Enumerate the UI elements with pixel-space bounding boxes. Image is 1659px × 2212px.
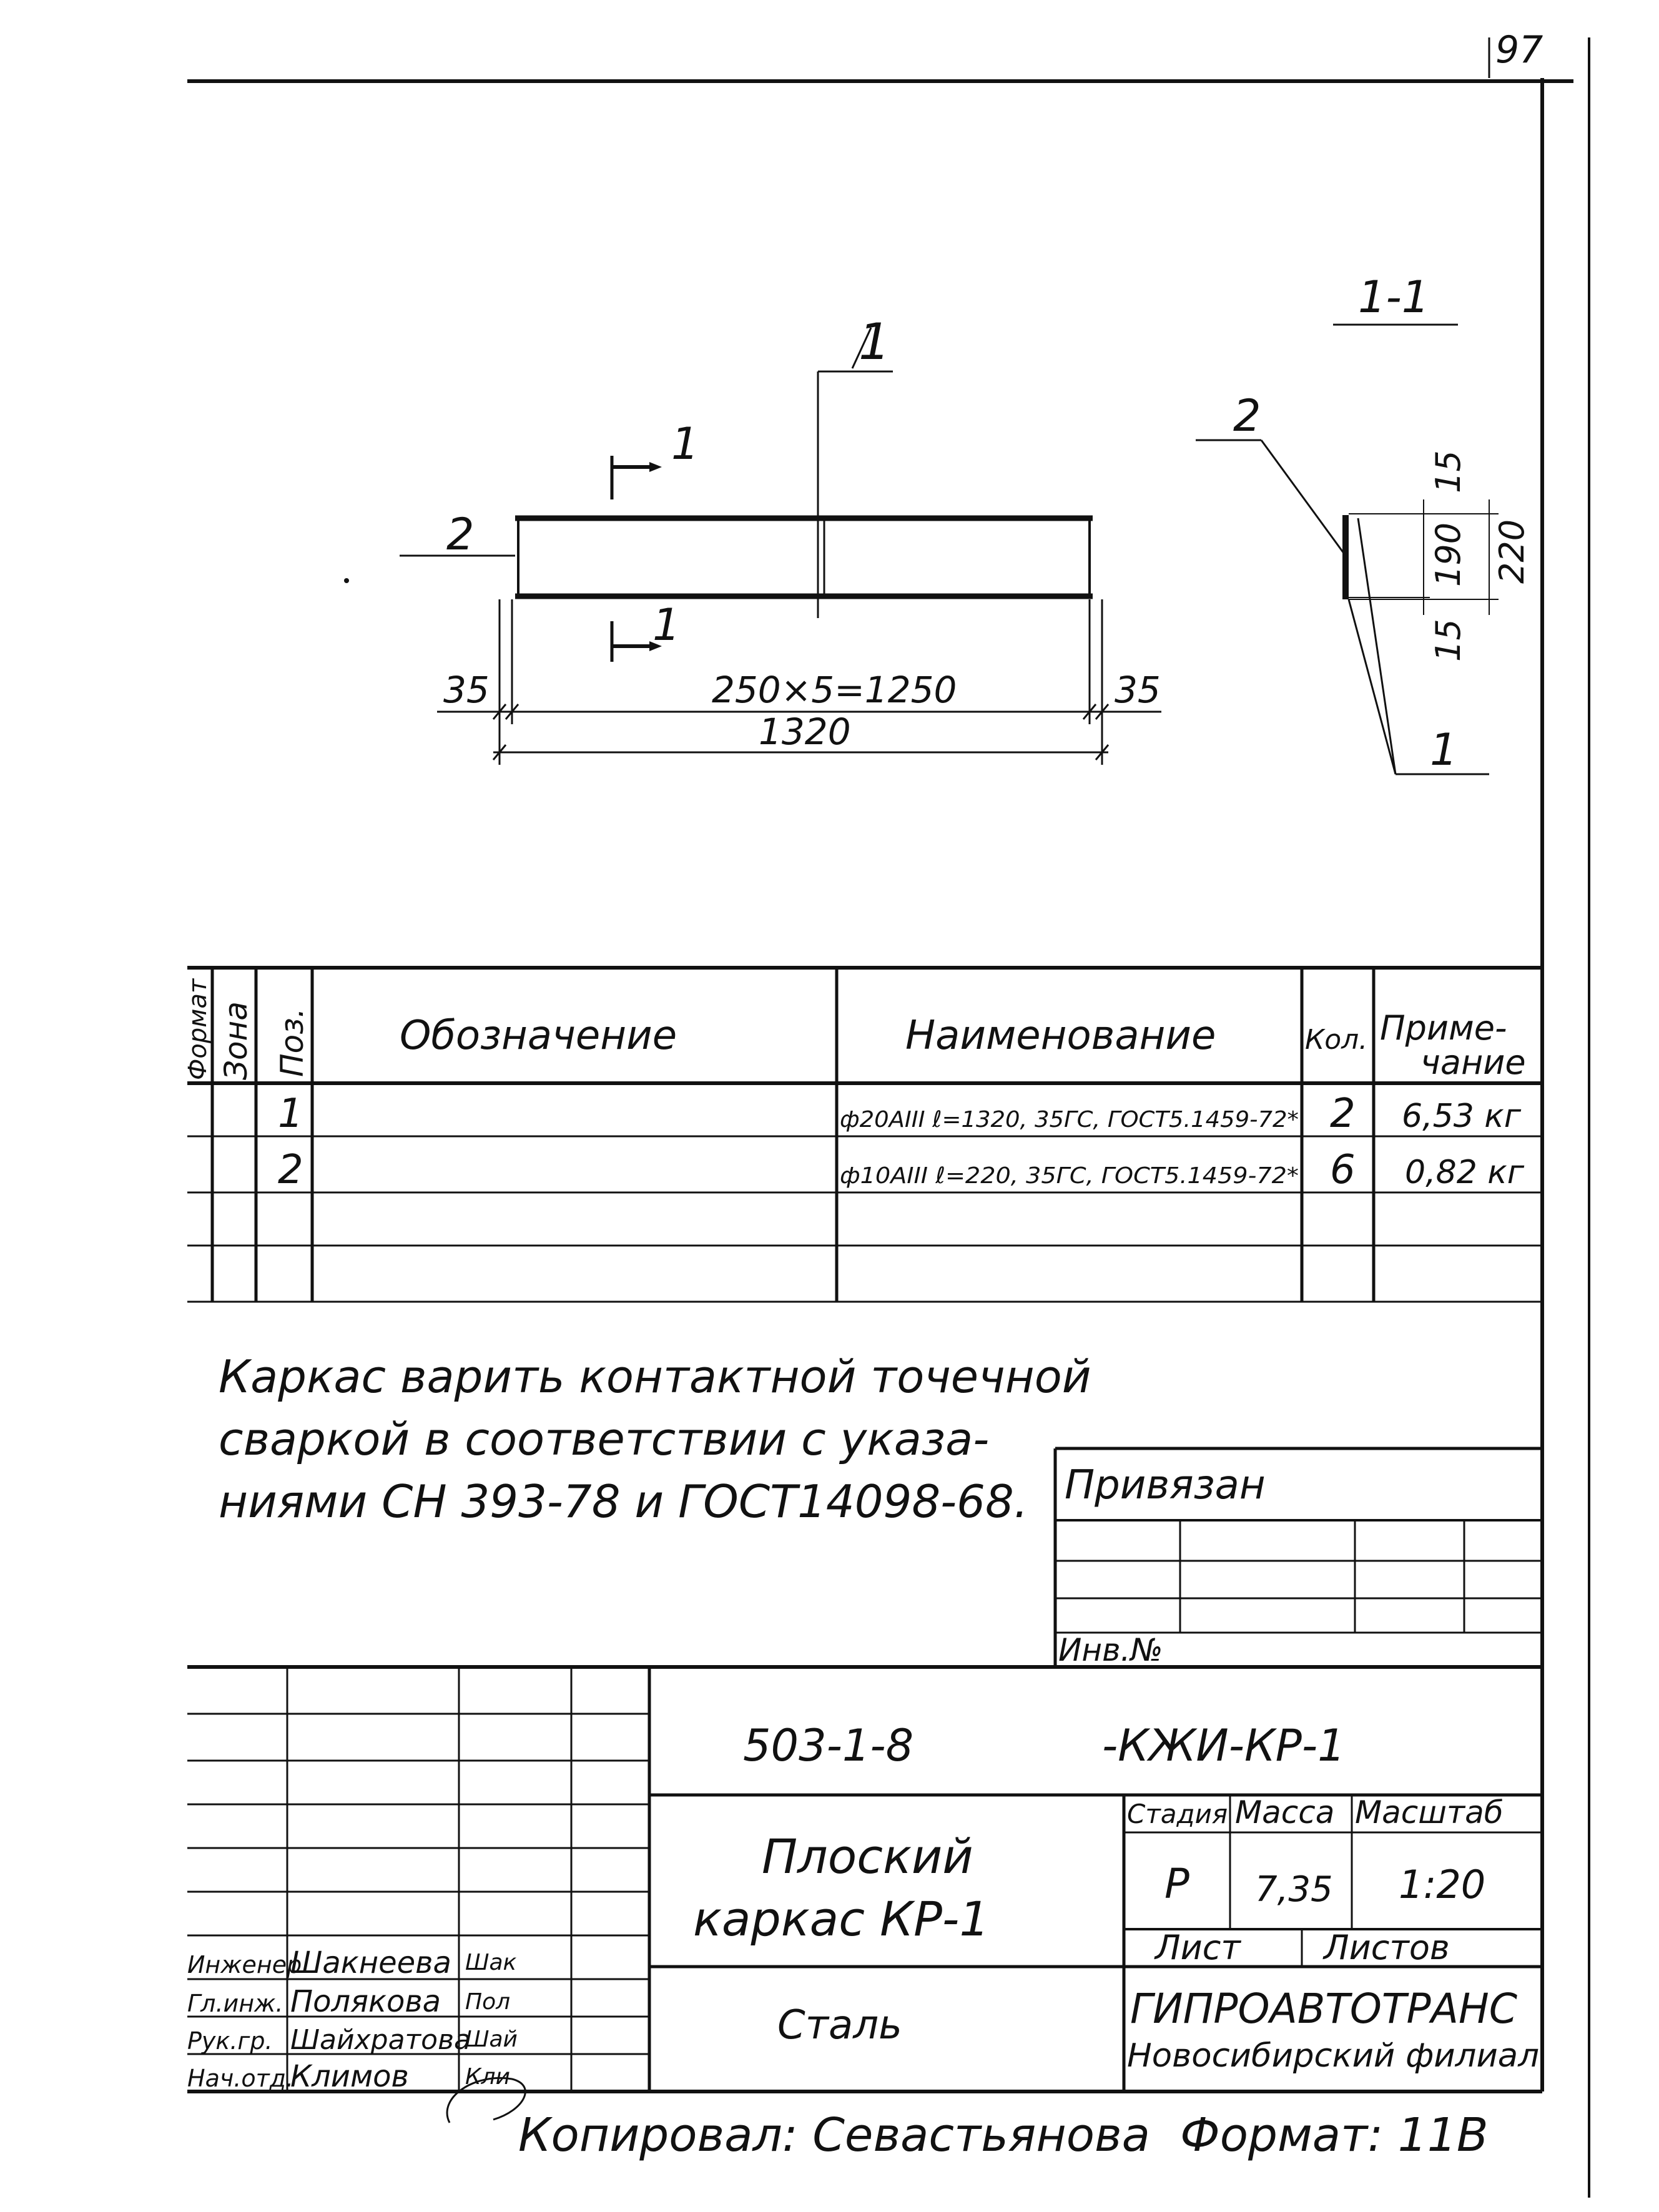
signature-row: Рук.гр. Шайхратова Шай [187, 2024, 518, 2056]
signature-role: Инженер [187, 1951, 302, 1979]
sheet-frame: 97 [187, 28, 1590, 2198]
header-note-2: чание [1420, 1043, 1526, 1082]
signature-mark: Шак [465, 1950, 517, 1975]
signature-name: Шакнеева [290, 1945, 451, 1980]
scale-value: 1:20 [1399, 1862, 1485, 1907]
signature-role: Рук.гр. [187, 2027, 273, 2055]
dim-right: 35 [1115, 669, 1161, 711]
section-dim-middle: 190 [1429, 523, 1468, 587]
header-name: Наименование [905, 1013, 1216, 1059]
inv-no-label: Инв.№ [1058, 1632, 1163, 1668]
organization-branch: Новосибирский филиал [1127, 2037, 1539, 2075]
material: Сталь [777, 2002, 902, 2048]
header-designation: Обозначение [400, 1013, 677, 1059]
row-note: 0,82 кг [1405, 1154, 1525, 1191]
stage-value: Р [1164, 1860, 1189, 1908]
section-dim-top: 15 [1429, 450, 1468, 493]
signature-mark: Шай [465, 2027, 518, 2052]
signature-name: Полякова [290, 1984, 441, 2019]
signature-role: Нач.отд. [187, 2065, 293, 2092]
welding-notes: Каркас варить контактной точечной сварко… [219, 1350, 1091, 1528]
row-pos: 1 [278, 1091, 303, 1137]
header-format: Формат [184, 978, 212, 1080]
note-line-2: сваркой в соответствии с указа- [219, 1413, 989, 1465]
signature-row: Инженер Шакнеева Шак [187, 1945, 517, 1980]
sheet-label: Лист [1154, 1928, 1241, 1967]
row-qty: 6 [1330, 1147, 1356, 1193]
header-qty: Кол. [1305, 1024, 1367, 1056]
section-mark: 1 [859, 313, 890, 371]
title-block: 503-1-8 -КЖИ-КР-1 Плоский каркас КР-1 Ст… [187, 1665, 1542, 2123]
binding-block: Привязан Инв.№ [1053, 1447, 1542, 1668]
section-dim-bottom: 15 [1429, 619, 1468, 662]
section-title: 1-1 [1358, 272, 1429, 323]
stage-label: Стадия [1127, 1799, 1228, 1829]
mass-value: 7,35 [1255, 1869, 1333, 1910]
table-row: 1 ф20АIII ℓ=1320, 35ГС, ГОСТ5.1459-72* 2… [278, 1091, 1522, 1137]
mass-label: Масса [1235, 1794, 1334, 1831]
cut-label-bottom: 1 [652, 599, 681, 651]
signature-name: Климов [290, 2059, 409, 2094]
item-title-line-1: Плоский [762, 1829, 973, 1884]
header-zone: Зона [218, 1001, 254, 1080]
document-suffix: -КЖИ-КР-1 [1102, 1720, 1346, 1771]
row-note: 6,53 кг [1402, 1098, 1522, 1135]
footer: Копировал: Севастьянова Формат: 11В [518, 2108, 1489, 2162]
binding-title: Привязан [1065, 1462, 1266, 1508]
signature-name: Шайхратова [290, 2024, 471, 2056]
document-code: 503-1-8 [743, 1720, 913, 1771]
dim-left: 35 [443, 669, 490, 711]
signature-row: Нач.отд. Климов Кли [187, 2059, 510, 2094]
header-note-1: Приме- [1380, 1008, 1507, 1048]
copied-by: Копировал: Севастьянова [518, 2108, 1150, 2162]
section-callout-pos2: 2 [1233, 390, 1261, 441]
format-label: Формат: 11В [1180, 2108, 1489, 2162]
note-line-1: Каркас варить контактной точечной [219, 1350, 1091, 1403]
row-pos: 2 [278, 1147, 303, 1193]
signature-row: Гл.инж. Полякова Пол [187, 1984, 510, 2019]
row-qty: 2 [1330, 1091, 1356, 1137]
row-name: ф10АIII ℓ=220, 35ГС, ГОСТ5.1459-72* [840, 1163, 1299, 1189]
scale-label: Масштаб [1355, 1794, 1504, 1831]
sheets-label: Листов [1322, 1928, 1450, 1967]
spec-table: Формат Зона Поз. Обозначение Наименовани… [184, 966, 1542, 1303]
row-name: ф20АIII ℓ=1320, 35ГС, ГОСТ5.1459-72* [840, 1107, 1299, 1133]
section-callout-pos1: 1 [1430, 724, 1458, 775]
table-row: 2 ф10АIII ℓ=220, 35ГС, ГОСТ5.1459-72* 6 … [278, 1147, 1525, 1193]
item-title-line-2: каркас КР-1 [693, 1891, 990, 1947]
signature-mark: Пол [465, 1989, 510, 2015]
dim-total: 1320 [759, 710, 851, 753]
signature-mark: Кли [465, 2064, 510, 2090]
header-pos: Поз. [274, 1008, 310, 1077]
organization: ГИПРОАВТОТРАНС [1130, 1985, 1517, 2033]
position-2-label: 2 [446, 509, 475, 560]
note-line-3: ниями СН 393-78 и ГОСТ14098-68. [219, 1475, 1028, 1528]
section-view: 1-1 15 190 15 220 2 1 [1196, 272, 1532, 775]
dim-middle: 250×5=1250 [712, 669, 957, 711]
signature-role: Гл.инж. [187, 1990, 283, 2017]
section-dim-total: 220 [1492, 519, 1532, 584]
signature-flourish [446, 2077, 526, 2123]
plan-view: 1 1 1 2 35 250×5=1250 35 1320 [344, 313, 1161, 765]
cut-label-top: 1 [671, 418, 699, 469]
page-number: 97 [1495, 28, 1543, 72]
